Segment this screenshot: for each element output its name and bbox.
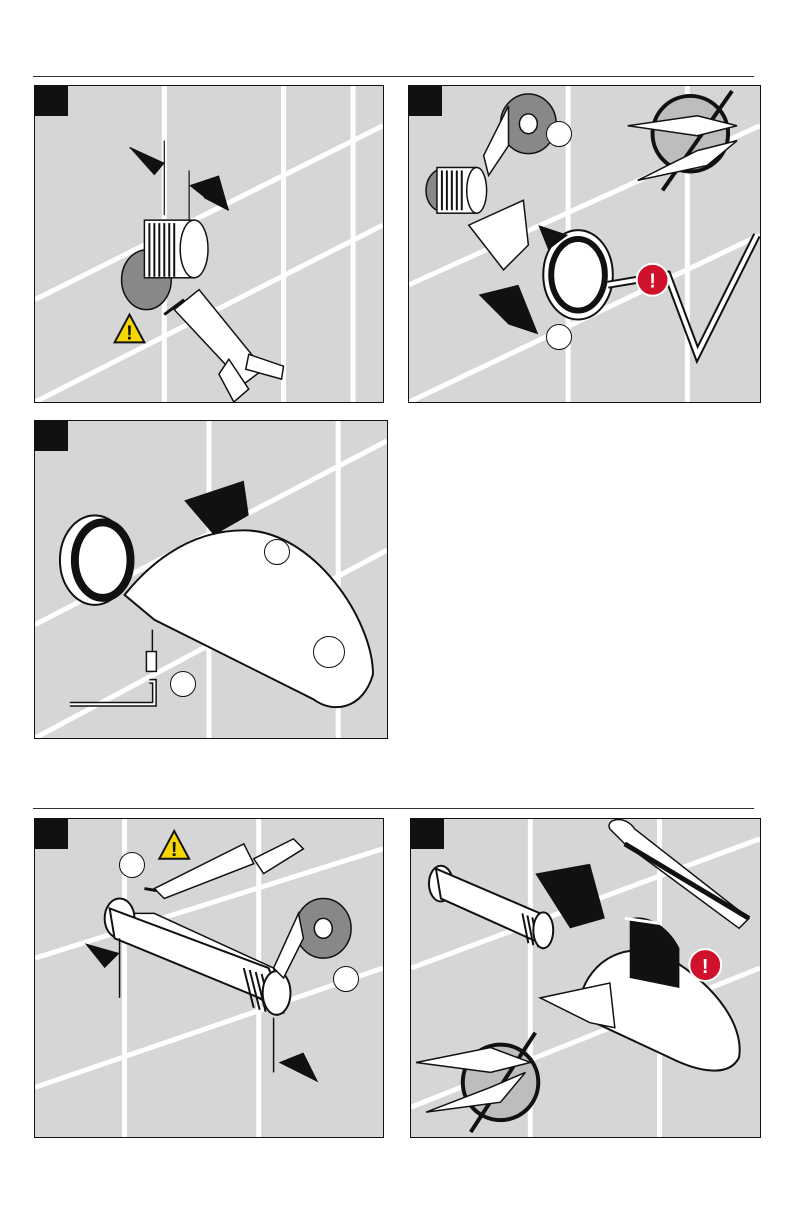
step-number-badge <box>411 819 444 849</box>
exclamation-icon <box>638 265 670 297</box>
no-pliers-icon <box>654 96 730 172</box>
section-divider-middle <box>33 808 754 809</box>
exclamation-icon <box>691 950 723 982</box>
step-number-badge <box>35 421 68 451</box>
callout-number <box>170 671 196 697</box>
step-number-badge <box>35 86 68 116</box>
step-panel-install-spout <box>34 420 388 739</box>
step-panel-sealant-and-tape-pipe: ! <box>34 818 384 1138</box>
warning-triangle-icon <box>115 316 145 344</box>
panel-illustration: ! <box>35 86 383 402</box>
step-panel-tighten-pipe-with-strap-wrench: ! <box>410 818 761 1138</box>
callout-number <box>313 636 345 668</box>
callout-number <box>264 539 290 565</box>
step-panel-sealant-nipple: ! <box>34 85 384 403</box>
callout-number <box>333 966 359 992</box>
step-panel-tape-and-install-flange: ! <box>408 85 761 403</box>
callout-number <box>119 852 145 878</box>
warning-triangle-icon <box>160 831 190 859</box>
panel-illustration: ! <box>35 819 383 1137</box>
callout-number <box>546 121 572 147</box>
section-divider-top <box>33 76 754 77</box>
callout-number <box>546 324 572 350</box>
panel-illustration <box>35 421 387 738</box>
step-number-badge <box>35 819 68 849</box>
no-pliers-icon <box>463 1046 539 1122</box>
step-number-badge <box>409 86 442 116</box>
